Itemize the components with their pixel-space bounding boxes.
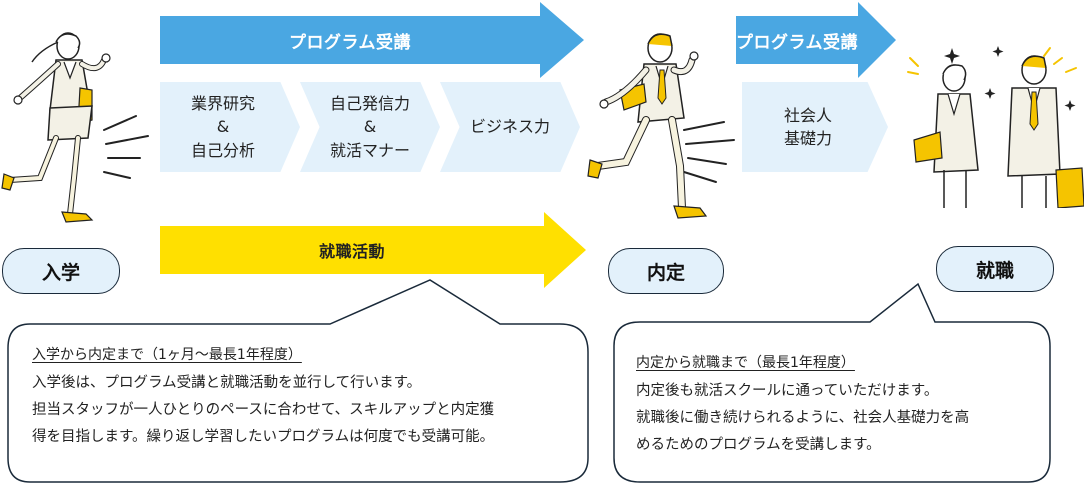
bubble-left-line-2: 担当スタッフが一人ひとりのペースに合わせて、スキルアップと内定獲 [32, 402, 495, 418]
bubble-left: 入学から内定まで（1ヶ月〜最長1年程度） 入学後は、プログラム受講と就職活動を並… [32, 344, 582, 451]
job-hunting-arrow-label: 就職活動 [318, 242, 385, 261]
bubble-left-outline [7, 279, 589, 483]
milestone-employment: 就職 [936, 246, 1054, 292]
step-1-line-1: 業界研究 [190, 94, 255, 114]
milestone-offer: 内定 [608, 248, 724, 294]
celebrating-workers-illustration [907, 46, 1084, 208]
bubble-right-line-1: 内定後も就活スクールに通っていただけます。 [636, 383, 939, 399]
milestone-enrollment: 入学 [2, 248, 120, 294]
step-social-basics: 社会人 基礎力 [742, 82, 888, 172]
step-self-presentation: 自己発信力 & 就活マナー [300, 82, 440, 172]
program-arrow-main-label: プログラム受講 [289, 32, 411, 53]
running-woman-illustration [1, 32, 149, 223]
bubble-right-outline [613, 282, 1051, 483]
program-arrow-right-label: プログラム受講 [736, 32, 858, 53]
bubble-right-line-3: めるためのプログラムを受講します。 [636, 437, 881, 453]
step-3-line-1: ビジネス力 [469, 117, 550, 137]
step-1-line-2: & [216, 117, 230, 137]
step-2-line-1: 自己発信力 [329, 94, 410, 114]
step-4-line-2: 基礎力 [783, 129, 832, 148]
running-man-illustration [587, 33, 735, 219]
bubble-right: 内定から就職まで（最長1年程度） 内定後も就活スクールに通っていただけます。 就… [636, 352, 1046, 459]
step-industry-research: 業界研究 & 自己分析 [160, 82, 300, 172]
bubble-right-heading: 内定から就職まで（最長1年程度） [636, 355, 855, 371]
bubble-left-line-3: 得を目指します。繰り返し学習したいプログラムは何度でも受講可能。 [32, 429, 495, 445]
step-business-skills: ビジネス力 [440, 82, 580, 172]
step-2-line-3: 就活マナー [329, 140, 410, 160]
step-4-line-1: 社会人 [783, 105, 832, 125]
bubble-left-heading: 入学から内定まで（1ヶ月〜最長1年程度） [32, 347, 302, 363]
bubble-left-line-1: 入学後は、プログラム受講と就職活動を並行して行います。 [32, 375, 422, 391]
step-2-line-2: & [363, 117, 377, 137]
bubble-right-line-2: 就職後に働き続けられるように、社会人基礎力を高 [636, 410, 970, 426]
step-1-line-3: 自己分析 [190, 140, 255, 160]
